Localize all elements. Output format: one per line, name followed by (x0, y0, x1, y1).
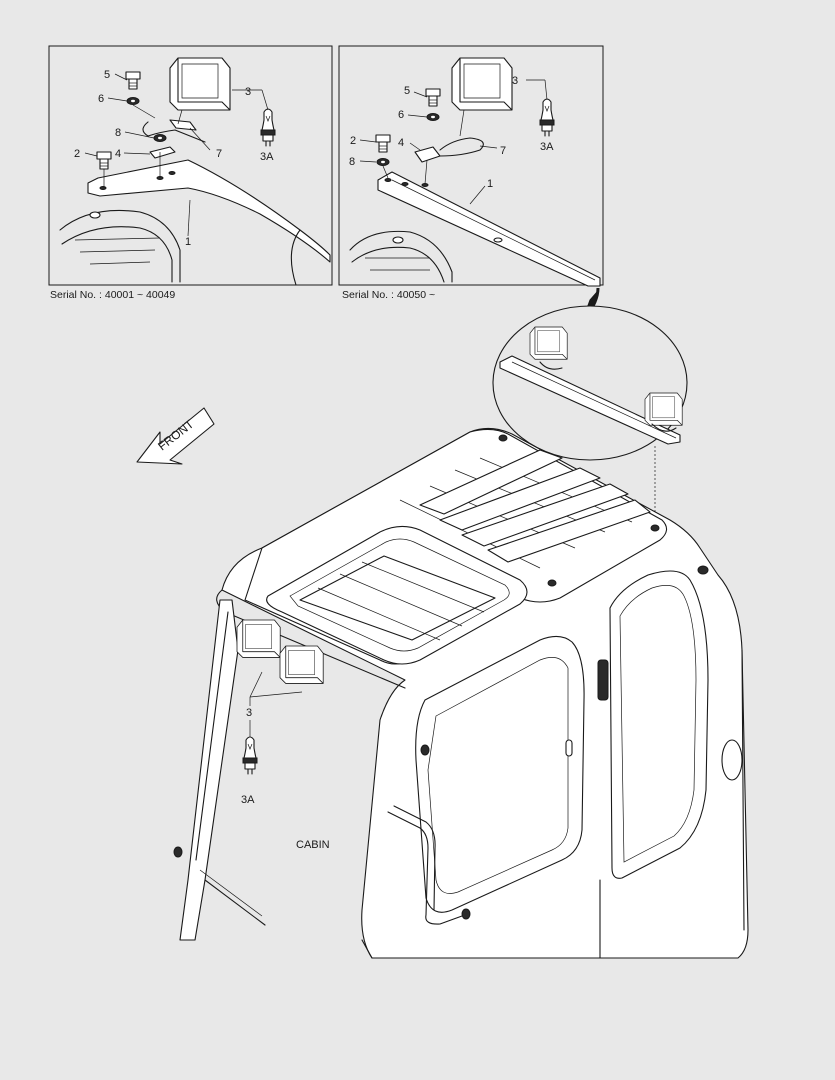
callout-7-late: 7 (500, 145, 506, 157)
callout-3-late: 3 (512, 75, 518, 87)
bulb-3A-main-icon (242, 736, 258, 775)
washer-6-icon (126, 97, 140, 105)
callout-6-late: 6 (398, 109, 404, 121)
front-lamp-left-icon (236, 619, 281, 658)
callout-2: 2 (74, 148, 80, 160)
work-lamp-3-icon (169, 57, 231, 111)
callout-2-late: 2 (350, 135, 356, 147)
callout-8: 8 (115, 127, 121, 139)
detail-panel-late-serial: 5 6 3 3A 2 4 7 8 1 (338, 45, 604, 287)
washer-6-icon-late (426, 113, 440, 121)
lamp-callout: 3 3A (241, 671, 303, 806)
lamp-right-icon (644, 392, 683, 426)
callout-6: 6 (98, 93, 104, 105)
callout-5: 5 (104, 69, 110, 81)
serial-range-label-late: Serial No. : 40050 ~ (342, 289, 435, 301)
work-lamp-3-icon-late (451, 57, 513, 111)
callout-3A: 3A (260, 151, 274, 163)
cabin-illustration (173, 427, 749, 959)
callout-7: 7 (216, 148, 222, 160)
washer-8-icon (153, 134, 167, 142)
washer-8-icon-late (376, 158, 390, 166)
callout-1: 1 (185, 236, 191, 248)
clip-7-icon-late (439, 137, 484, 157)
lamp-bar-detail-circle (492, 305, 688, 528)
plate-4-icon (149, 146, 176, 159)
callout-4: 4 (115, 148, 121, 160)
front-direction-arrow: FRONT (136, 407, 215, 465)
callout-3A-late: 3A (540, 141, 554, 153)
front-lamp-right-icon (279, 645, 324, 684)
clip-7-icon (142, 121, 206, 143)
callout-5-late: 5 (404, 85, 410, 97)
cabin-label: CABIN (296, 839, 330, 851)
callout-bulb-3A: 3A (241, 794, 255, 806)
lamp-left-icon (529, 326, 568, 360)
callout-1-late: 1 (487, 178, 493, 190)
callout-8-late: 8 (349, 156, 355, 168)
callout-lamp-3: 3 (246, 707, 252, 719)
callout-3: 3 (245, 86, 251, 98)
detail-panel-early-serial: 5 6 3 3A 8 7 2 4 1 (48, 45, 333, 286)
callout-4-late: 4 (398, 137, 404, 149)
serial-range-label: Serial No. : 40001 ~ 40049 (50, 289, 175, 301)
